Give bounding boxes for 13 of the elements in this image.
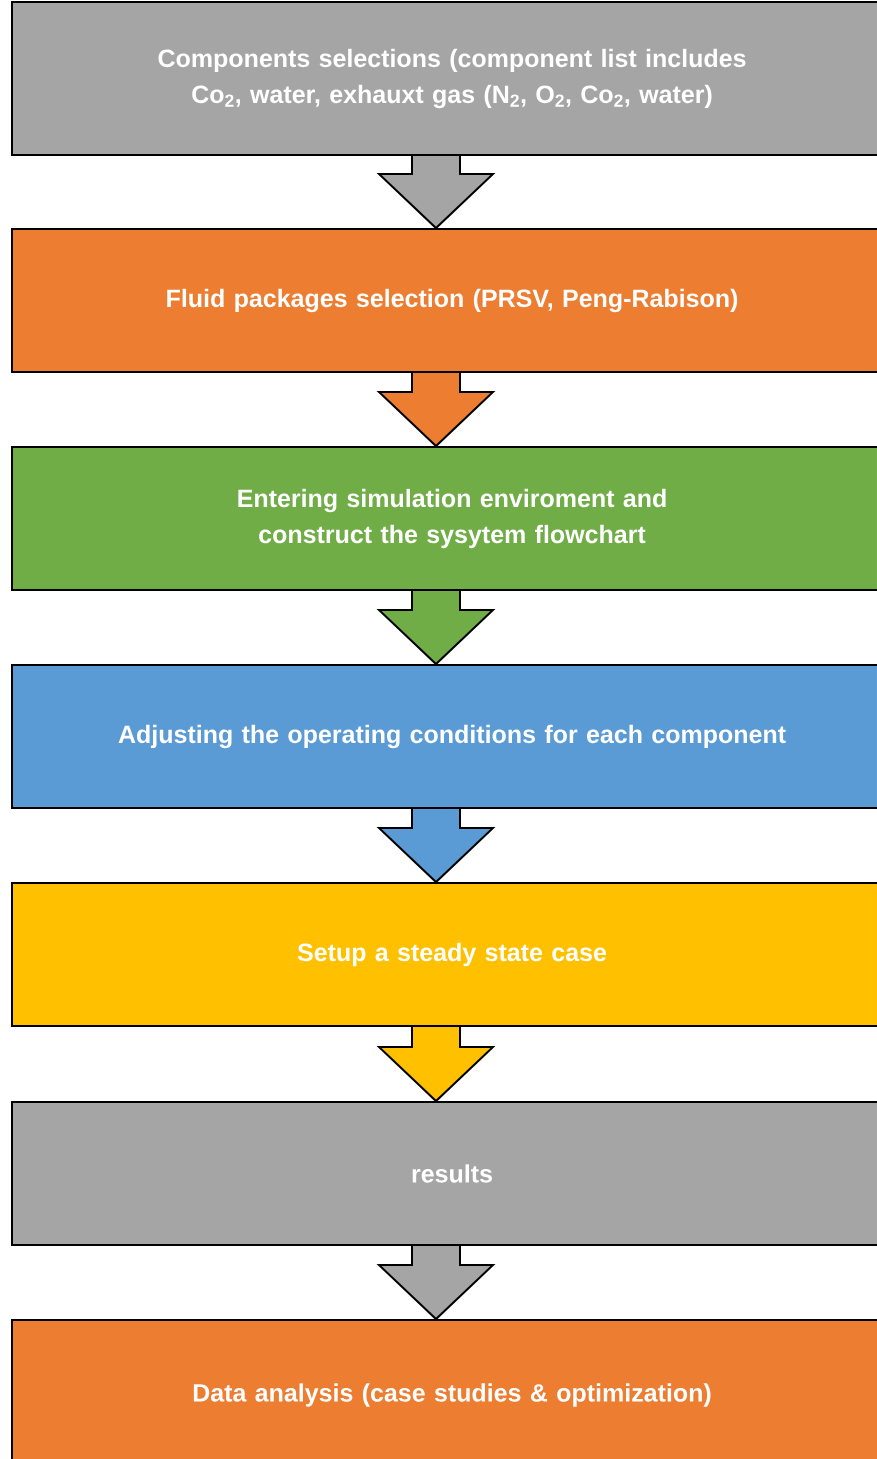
process-box: Setup a steady state case	[11, 882, 877, 1027]
block-arrow	[376, 372, 496, 448]
process-box: results	[11, 1101, 877, 1246]
process-box: Adjusting the operating conditions for each component	[11, 664, 877, 809]
process-box: Components selections (component list includes Co$_{2}$, water, exhauxt gas (N$_{2}$, O$_{2}$, Co$_{2}$, water)	[11, 1, 877, 156]
process-box: Entering simulation enviroment and construct the sysytem flowchart	[11, 446, 877, 591]
block-arrow	[376, 808, 496, 884]
block-arrow	[376, 1026, 496, 1103]
process-box: Data analysis (case studies & optimization)	[11, 1319, 877, 1459]
block-arrow	[376, 1245, 496, 1321]
block-arrow	[376, 155, 496, 230]
process-box: Fluid packages selection (PRSV, Peng-Rabison)	[11, 228, 877, 373]
block-arrow	[376, 590, 496, 666]
